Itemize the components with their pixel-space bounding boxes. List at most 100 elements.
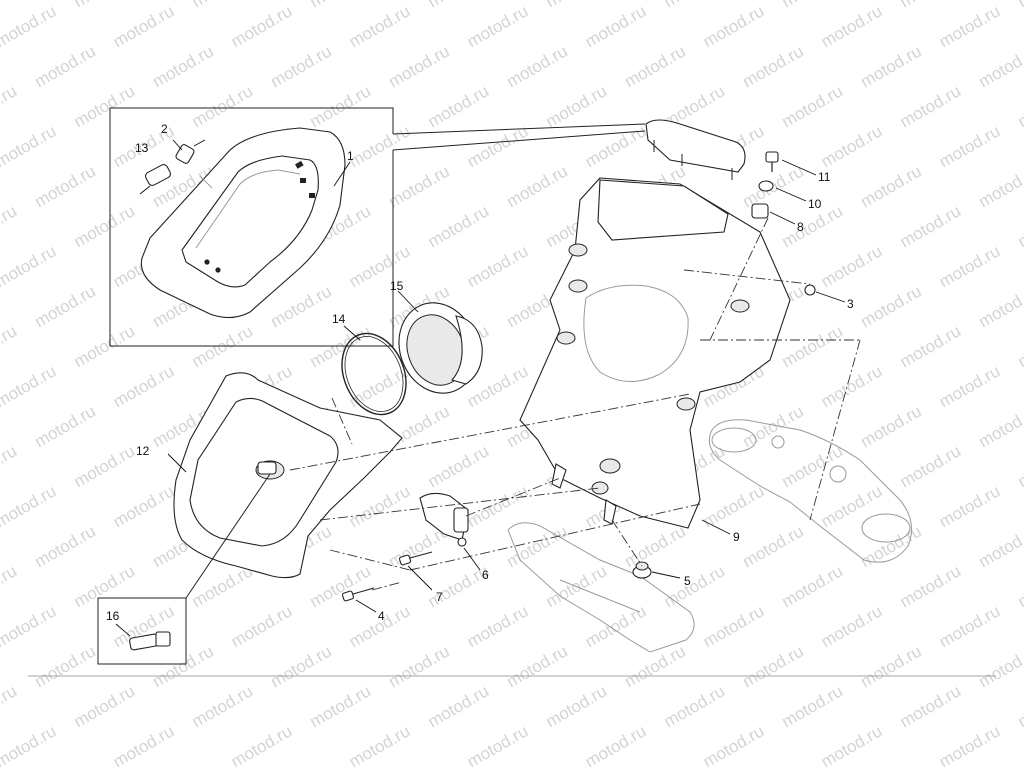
watermark-text: motod.ru bbox=[503, 521, 571, 571]
headlight-assembly bbox=[167, 372, 403, 579]
callout-leaders bbox=[172, 139, 846, 613]
watermark-text: motod.ru bbox=[700, 1, 768, 51]
watermark-text: motod.ru bbox=[307, 681, 375, 731]
watermark-text: motod.ru bbox=[1015, 681, 1024, 731]
watermark-text: motod.ru bbox=[464, 241, 532, 291]
watermark-text: motod.ru bbox=[936, 241, 1004, 291]
watermark-text: motod.ru bbox=[897, 321, 965, 371]
watermark-text: motod.ru bbox=[936, 361, 1004, 411]
watermark-text: motod.ru bbox=[425, 81, 493, 131]
watermark-text: motod.ru bbox=[1015, 441, 1024, 491]
bolt-part-7 bbox=[398, 551, 433, 566]
watermark-text: motod.ru bbox=[936, 481, 1004, 531]
watermark-text: motod.ru bbox=[779, 321, 847, 371]
watermark-text: motod.ru bbox=[661, 561, 729, 611]
o-ring-part-14 bbox=[341, 332, 407, 416]
screw-part-11 bbox=[765, 151, 779, 172]
watermark-text: motod.ru bbox=[71, 201, 139, 251]
watermark-text: motod.ru bbox=[346, 121, 414, 171]
callout-2: 2 bbox=[161, 122, 168, 136]
watermark-text: motod.ru bbox=[189, 0, 257, 11]
triple-clamp-ghost bbox=[708, 419, 913, 563]
callout-3: 3 bbox=[847, 297, 854, 311]
watermark-text: motod.ru bbox=[975, 161, 1024, 211]
watermark-text: motod.ru bbox=[0, 81, 20, 131]
callout-11: 11 bbox=[818, 170, 831, 184]
callout-8: 8 bbox=[797, 220, 804, 234]
grommet-part-5 bbox=[632, 561, 652, 579]
watermark-text: motod.ru bbox=[739, 641, 807, 691]
watermark-text: motod.ru bbox=[975, 41, 1024, 91]
watermark-text: motod.ru bbox=[385, 641, 453, 691]
watermark-text: motod.ru bbox=[307, 561, 375, 611]
watermark-text: motod.ru bbox=[779, 681, 847, 731]
instrument-top-housing bbox=[645, 119, 746, 180]
watermark-text: motod.ru bbox=[110, 361, 178, 411]
watermark-text: motod.ru bbox=[149, 641, 217, 691]
watermark-text: motod.ru bbox=[228, 721, 296, 768]
watermark-text: motod.ru bbox=[0, 121, 59, 171]
nut-part-3 bbox=[804, 284, 816, 296]
sensor-part-6 bbox=[419, 492, 469, 547]
watermark-text: motod.ru bbox=[0, 201, 20, 251]
callout-4: 4 bbox=[378, 609, 385, 623]
watermark-text: motod.ru bbox=[503, 161, 571, 211]
bolt-part-4 bbox=[341, 587, 375, 602]
watermark-text: motod.ru bbox=[582, 121, 650, 171]
watermark-text: motod.ru bbox=[346, 1, 414, 51]
watermark-text: motod.ru bbox=[1015, 201, 1024, 251]
callout-labels: 1 2 3 4 5 6 7 8 9 10 11 12 13 14 15 16 bbox=[106, 122, 854, 623]
watermark-text: motod.ru bbox=[0, 1, 59, 51]
watermark-text: motod.ru bbox=[543, 0, 611, 11]
bulb-part-2 bbox=[175, 139, 206, 164]
watermark-text: motod.ru bbox=[936, 601, 1004, 651]
watermark-text: motod.ru bbox=[71, 561, 139, 611]
watermark-text: motod.ru bbox=[818, 481, 886, 531]
watermark-text: motod.ru bbox=[228, 601, 296, 651]
callout-5: 5 bbox=[684, 574, 691, 588]
watermark-text: motod.ru bbox=[897, 681, 965, 731]
watermark-text: motod.ru bbox=[267, 281, 335, 331]
watermark-text: motod.ru bbox=[1015, 561, 1024, 611]
watermark-text: motod.ru bbox=[1015, 81, 1024, 131]
watermark-text: motod.ru bbox=[0, 601, 59, 651]
watermark-text: motod.ru bbox=[857, 41, 925, 91]
watermark-text: motod.ru bbox=[464, 1, 532, 51]
watermark-text: motod.ru bbox=[897, 441, 965, 491]
watermark-text: motod.ru bbox=[897, 201, 965, 251]
watermark-text: motod.ru bbox=[661, 681, 729, 731]
watermark-text: motod.ru bbox=[779, 0, 847, 11]
watermark-text: motod.ru bbox=[739, 41, 807, 91]
watermark-text: motod.ru bbox=[739, 401, 807, 451]
watermark-text: motod.ru bbox=[818, 241, 886, 291]
instrument-inset bbox=[109, 107, 646, 347]
watermark-text: motod.ru bbox=[543, 81, 611, 131]
callout-13: 13 bbox=[135, 141, 149, 155]
instrument-cluster bbox=[140, 127, 346, 319]
watermark-text: motod.ru bbox=[975, 521, 1024, 571]
callout-14: 14 bbox=[332, 312, 346, 326]
watermark-text: motod.ru bbox=[31, 161, 99, 211]
callout-6: 6 bbox=[482, 568, 489, 582]
watermark-text: motod.ru bbox=[385, 41, 453, 91]
watermark-text: motod.ru bbox=[857, 401, 925, 451]
watermark-text: motod.ru bbox=[0, 481, 59, 531]
watermark-text: motod.ru bbox=[0, 721, 59, 768]
watermark-text: motod.ru bbox=[975, 401, 1024, 451]
watermark-text: motod.ru bbox=[700, 721, 768, 768]
watermark-text: motod.ru bbox=[346, 721, 414, 768]
watermark-text: motod.ru bbox=[0, 561, 20, 611]
watermark-text: motod.ru bbox=[0, 321, 20, 371]
watermark-text: motod.ru bbox=[149, 41, 217, 91]
watermark-text: motod.ru bbox=[307, 0, 375, 11]
support-bracket bbox=[519, 177, 791, 529]
watermark-text: motod.ru bbox=[936, 1, 1004, 51]
watermark-text: motod.ru bbox=[0, 681, 20, 731]
watermark-text: motod.ru bbox=[700, 601, 768, 651]
callout-16: 16 bbox=[106, 609, 120, 623]
watermark-text: motod.ru bbox=[897, 0, 965, 11]
watermark-text: motod.ru bbox=[897, 81, 965, 131]
watermark-text: motod.ru bbox=[464, 481, 532, 531]
watermark-text: motod.ru bbox=[582, 601, 650, 651]
watermark-text: motod.ru bbox=[31, 641, 99, 691]
